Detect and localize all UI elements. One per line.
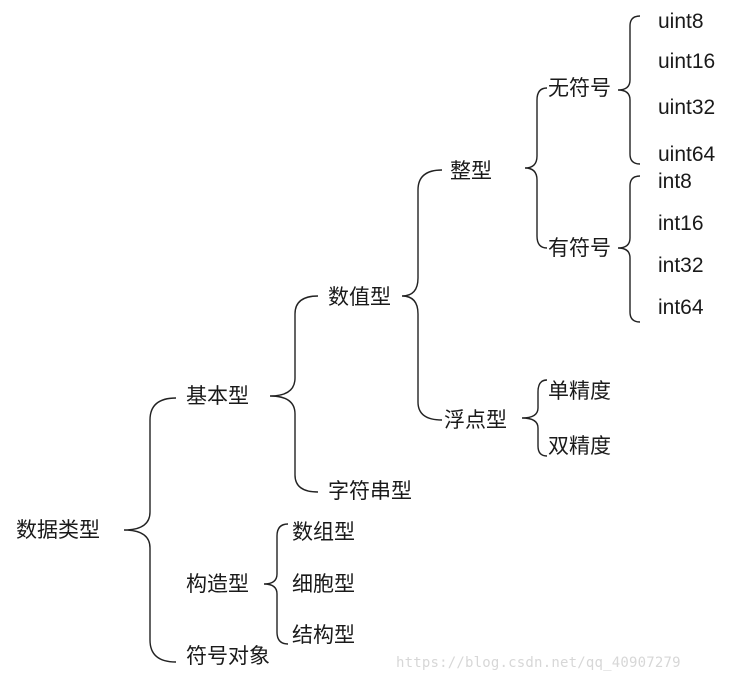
brace-root <box>123 397 177 663</box>
brace-signed <box>617 175 641 323</box>
leaf-uint32: uint32 <box>658 96 716 119</box>
leaf-double: 双精度 <box>548 434 611 458</box>
node-unsigned: 无符号 <box>548 76 611 100</box>
leaf-uint8: uint8 <box>658 10 704 33</box>
node-float: 浮点型 <box>444 408 507 432</box>
node-basic: 基本型 <box>186 384 249 408</box>
node-root: 数据类型 <box>16 518 100 542</box>
leaf-int64: int64 <box>658 296 704 319</box>
node-signed: 有符号 <box>548 236 611 260</box>
node-integer: 整型 <box>450 159 492 183</box>
leaf-uint16: uint16 <box>658 50 716 73</box>
brace-unsigned <box>617 15 641 165</box>
leaf-struct: 结构型 <box>292 623 355 647</box>
node-constructed: 构造型 <box>186 572 249 596</box>
leaf-int16: int16 <box>658 212 704 235</box>
brace-constructed <box>263 523 289 645</box>
watermark: https://blog.csdn.net/qq_40907279 <box>396 655 681 671</box>
node-numeric: 数值型 <box>328 285 391 309</box>
brace-basic <box>269 295 319 493</box>
leaf-cell: 细胞型 <box>292 572 355 596</box>
brace-float <box>521 379 548 457</box>
node-string: 字符串型 <box>328 479 412 503</box>
leaf-int8: int8 <box>658 170 692 193</box>
leaf-int32: int32 <box>658 254 704 277</box>
brace-integer <box>524 87 548 249</box>
leaf-array: 数组型 <box>292 520 355 544</box>
leaf-single: 单精度 <box>548 379 611 403</box>
node-symbolic: 符号对象 <box>186 644 270 668</box>
brace-numeric <box>401 169 443 421</box>
leaf-uint64: uint64 <box>658 143 716 166</box>
